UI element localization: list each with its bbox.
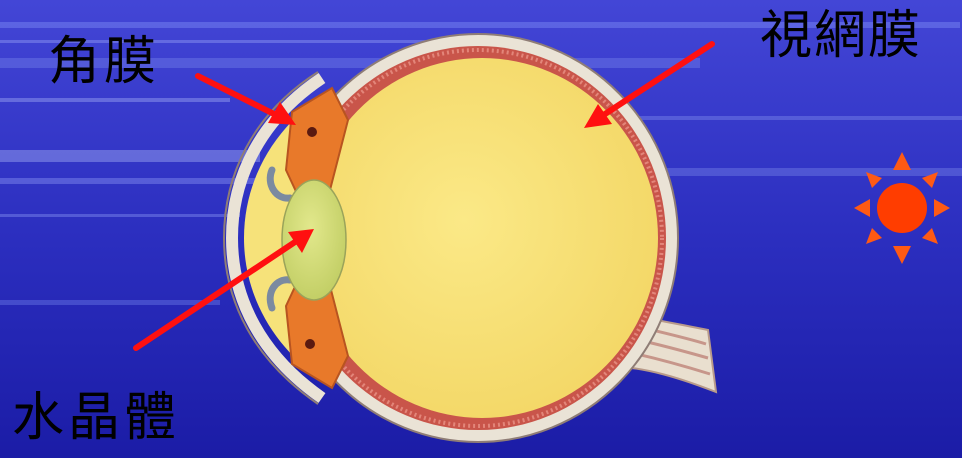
label-retina: 視網膜 [760, 10, 922, 62]
lens [282, 180, 346, 300]
label-lens: 水晶體 [12, 392, 180, 444]
ciliary-dot-upper [307, 127, 317, 137]
label-cornea: 角膜 [48, 36, 160, 88]
ciliary-dot-lower [305, 339, 315, 349]
